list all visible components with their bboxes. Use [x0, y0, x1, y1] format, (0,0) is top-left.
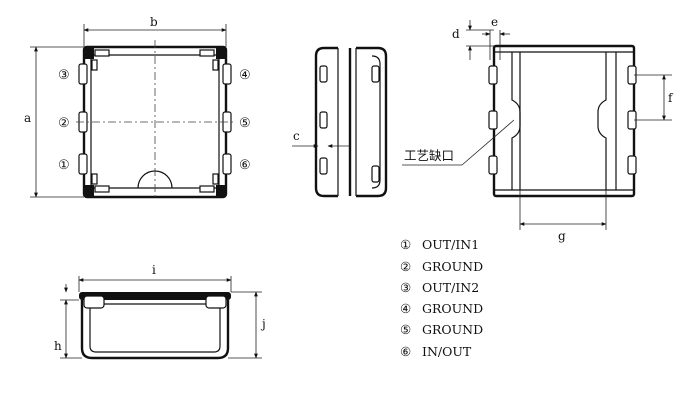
dim-a-label: a — [24, 111, 31, 125]
pin-4-pad — [222, 63, 232, 85]
dim-j-label: j — [260, 317, 266, 331]
pin-3-number: ③ — [58, 68, 70, 83]
dim-i-label: i — [152, 263, 156, 277]
legend-text-6: IN/OUT — [422, 344, 472, 359]
legend-num-1: ① — [400, 237, 411, 252]
dim-c-label: c — [293, 129, 300, 143]
pin-1-number: ① — [58, 158, 70, 173]
pin-5-number: ⑤ — [239, 116, 251, 131]
dim-e-label: e — [491, 15, 498, 29]
side-view: c — [292, 46, 388, 198]
end-view: d e f g 工艺缺口 — [402, 15, 674, 243]
pin-1-pad — [78, 153, 88, 175]
dim-b-label: b — [150, 15, 158, 29]
dim-d-label: d — [452, 27, 460, 41]
dim-g-label: g — [558, 229, 566, 243]
dim-f-label: f — [668, 91, 674, 105]
legend-num-6: ⑥ — [400, 344, 411, 359]
process-notch-label: 工艺缺口 — [404, 148, 454, 163]
pin-legend: ① OUT/IN1 ② GROUND ③ OUT/IN2 ④ GROUND ⑤ … — [400, 237, 483, 359]
top-view: b a ③ ② ① ④ ⑤ ⑥ — [24, 15, 251, 199]
legend-text-1: OUT/IN1 — [422, 237, 479, 252]
pin-4-number: ④ — [239, 68, 251, 83]
legend-text-2: GROUND — [422, 259, 483, 274]
legend-num-2: ② — [400, 259, 411, 274]
pin-6-pad — [222, 153, 232, 175]
pin-2-number: ② — [58, 116, 70, 131]
legend-num-4: ④ — [400, 301, 411, 316]
pin-3-pad — [78, 63, 88, 85]
front-view: i j h — [54, 263, 266, 360]
legend-text-5: GROUND — [422, 322, 483, 337]
legend-num-3: ③ — [400, 280, 411, 295]
legend-text-4: GROUND — [422, 301, 483, 316]
pin-6-number: ⑥ — [239, 158, 251, 173]
legend-text-3: OUT/IN2 — [422, 280, 479, 295]
dim-h-label: h — [54, 339, 62, 353]
legend-num-5: ⑤ — [400, 322, 411, 337]
